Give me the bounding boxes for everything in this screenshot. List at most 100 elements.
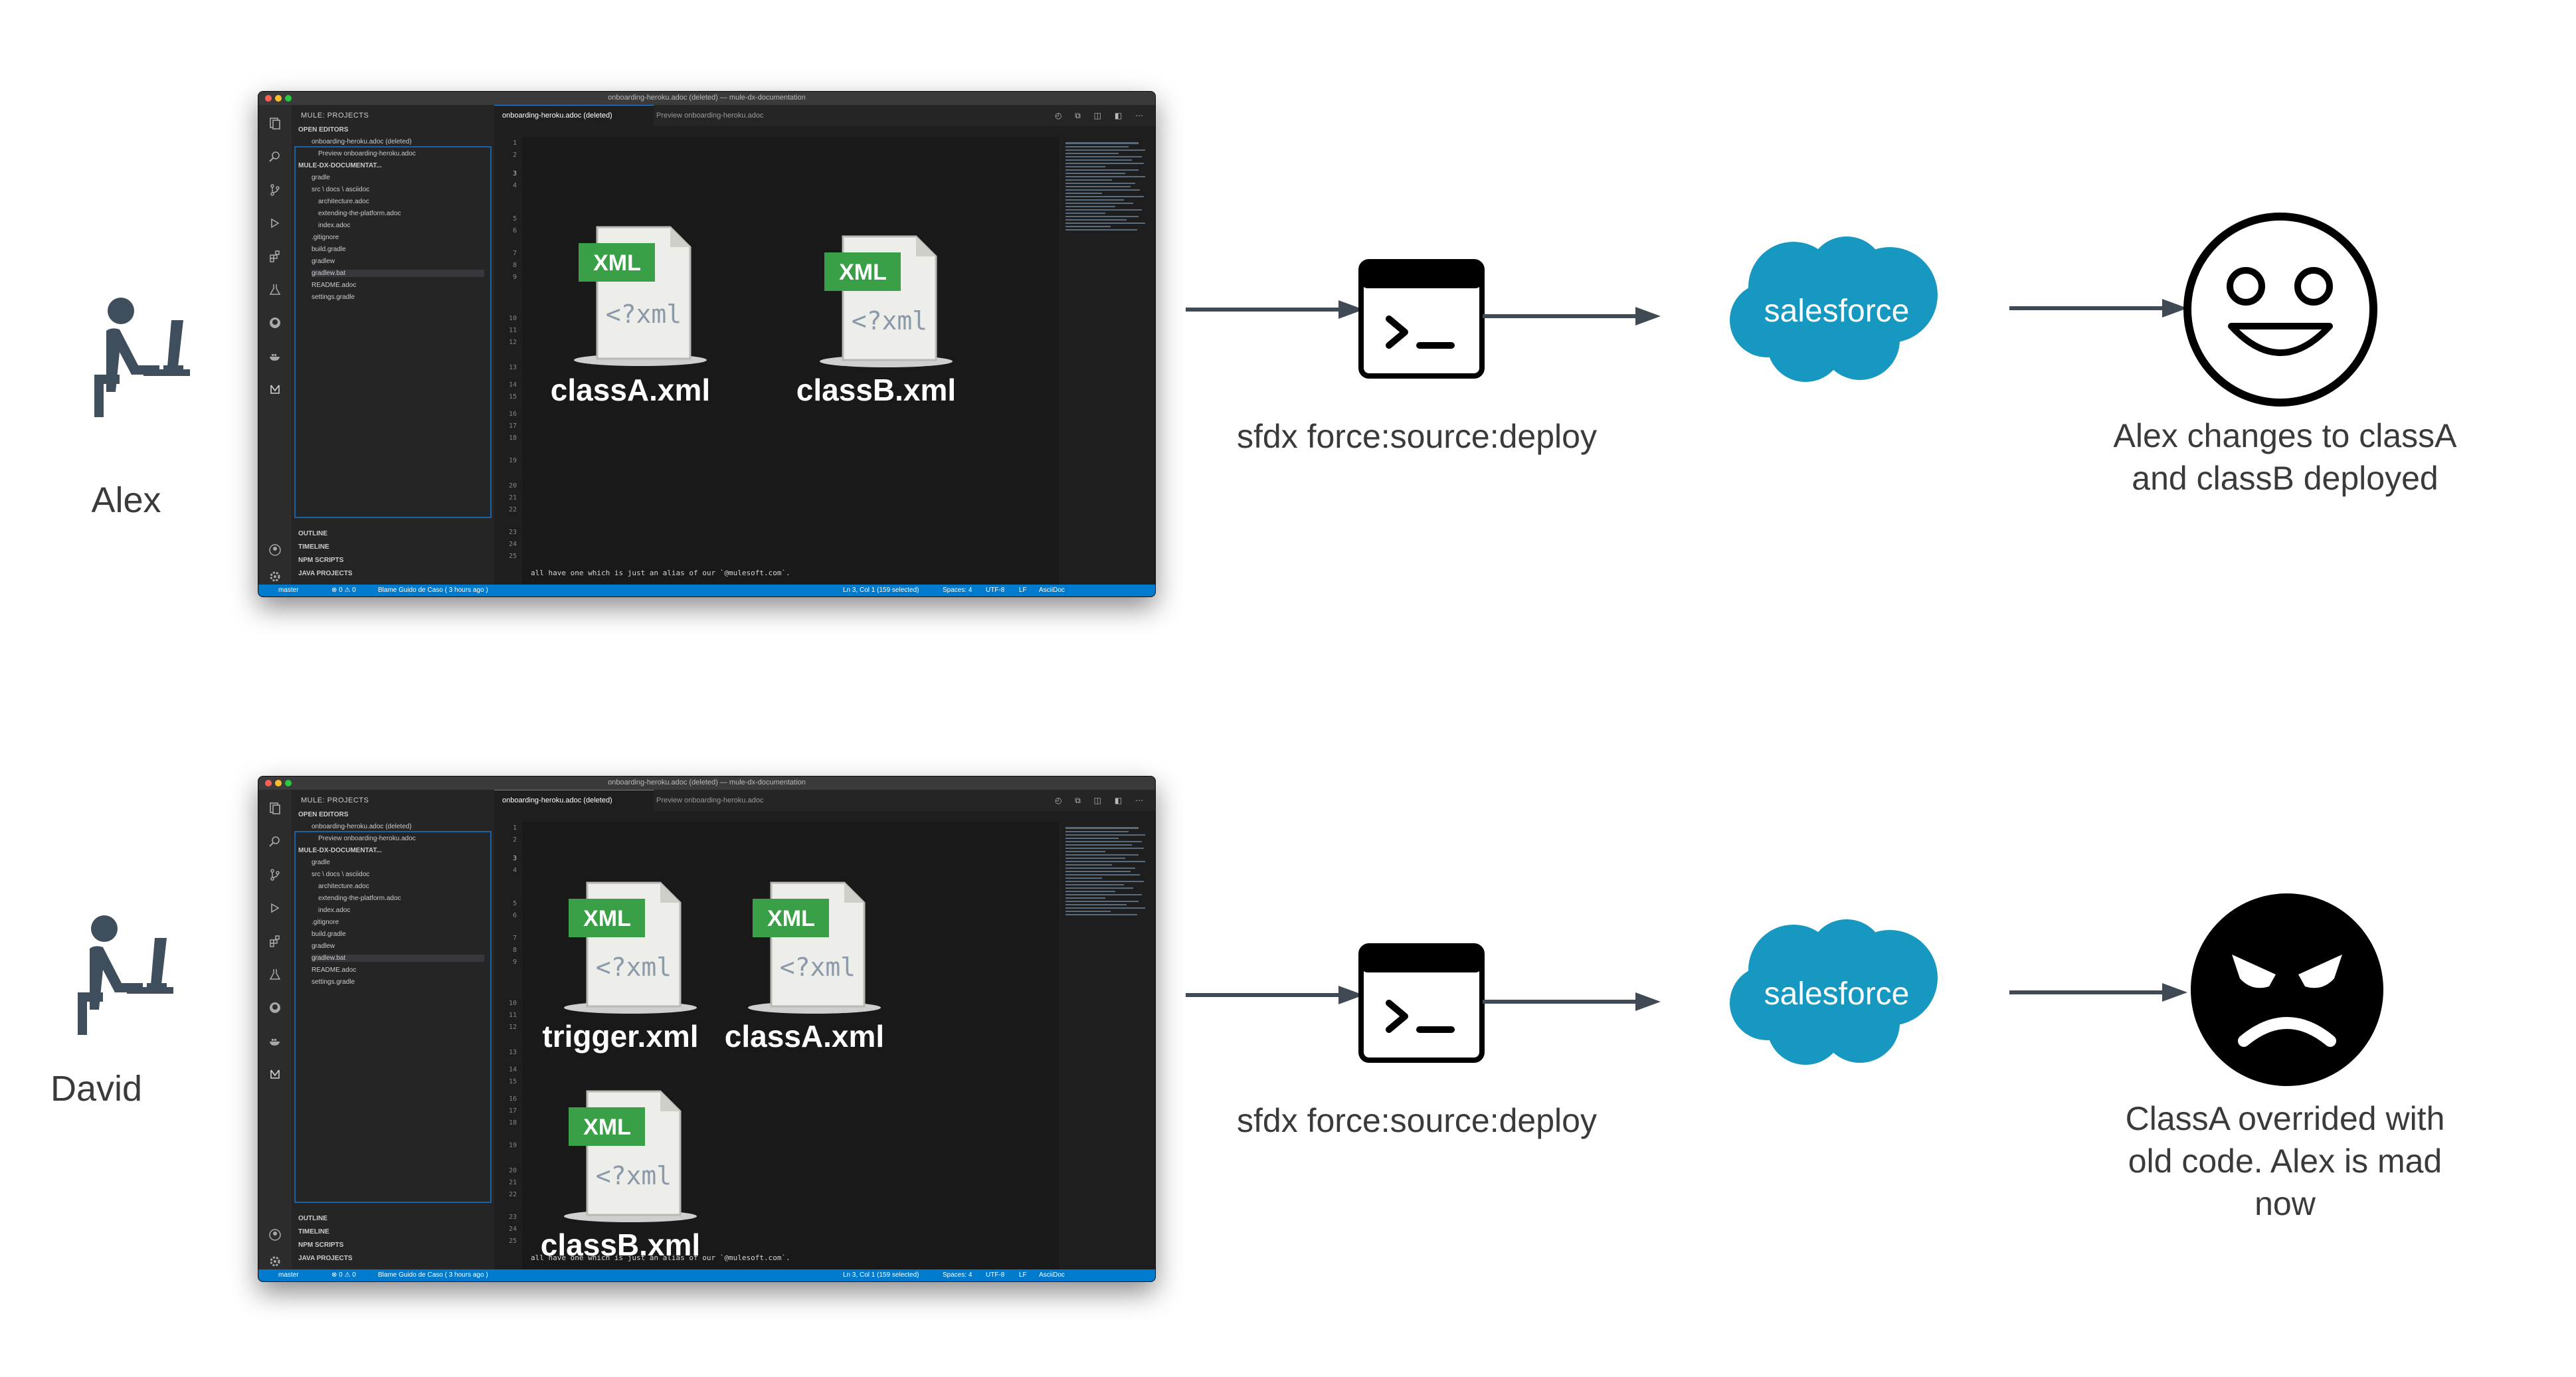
tree-item[interactable]: extending-the-platform.adoc	[318, 895, 401, 902]
tree-item[interactable]: settings.gradle	[312, 294, 355, 301]
github-icon[interactable]	[268, 316, 282, 329]
xml-file[interactable]: XML <?xml classB.xml	[534, 1086, 707, 1263]
minimize-window-button[interactable]	[275, 95, 282, 102]
tree-item[interactable]: .gitignore	[312, 919, 339, 926]
java-projects-section[interactable]: JAVA PROJECTS	[298, 570, 353, 577]
tree-item[interactable]: build.gradle	[312, 931, 346, 938]
testing-icon[interactable]	[268, 283, 282, 296]
tab-onboarding-heroku[interactable]: onboarding-heroku.adoc (deleted)	[494, 105, 654, 126]
encoding[interactable]: UTF-8	[986, 587, 1005, 594]
extensions-icon[interactable]	[268, 935, 282, 948]
maximize-window-button[interactable]	[285, 780, 292, 786]
tree-item[interactable]: gradlew	[312, 943, 335, 950]
settings-gear-icon[interactable]	[268, 1255, 282, 1268]
minimap[interactable]	[1059, 137, 1155, 585]
cursor-position[interactable]: Ln 3, Col 1 (159 selected)	[843, 1271, 919, 1279]
run-debug-icon[interactable]	[268, 217, 282, 230]
timeline-section[interactable]: TIMELINE	[298, 543, 329, 551]
tree-item[interactable]: settings.gradle	[312, 978, 355, 986]
xml-file[interactable]: XML <?xml classB.xml	[790, 231, 963, 408]
cursor-position[interactable]: Ln 3, Col 1 (159 selected)	[843, 587, 919, 594]
minimap[interactable]	[1059, 822, 1155, 1269]
xml-file[interactable]: XML <?xml classA.xml	[718, 877, 891, 1054]
minimize-window-button[interactable]	[275, 780, 282, 786]
tree-item[interactable]: index.adoc	[318, 907, 351, 914]
tree-item[interactable]: extending-the-platform.adoc	[318, 210, 401, 217]
account-icon[interactable]	[268, 1228, 282, 1241]
xml-file[interactable]: XML <?xml classA.xml	[544, 222, 717, 408]
open-editor-item[interactable]: Preview onboarding-heroku.adoc	[318, 150, 416, 157]
docker-icon[interactable]	[268, 1034, 282, 1048]
timeline-section[interactable]: TIMELINE	[298, 1228, 329, 1236]
xml-file[interactable]: XML <?xml trigger.xml	[534, 877, 707, 1054]
npm-scripts-section[interactable]: NPM SCRIPTS	[298, 557, 344, 564]
git-blame[interactable]: Blame Guido de Caso ( 3 hours ago )	[378, 1271, 488, 1279]
testing-icon[interactable]	[268, 968, 282, 981]
problems-count[interactable]: ⊗ 0 ⚠ 0	[331, 1271, 356, 1279]
tree-item[interactable]: src \ docs \ asciidoc	[312, 871, 370, 878]
extensions-icon[interactable]	[268, 250, 282, 263]
tab-onboarding-heroku[interactable]: onboarding-heroku.adoc (deleted)	[494, 790, 654, 811]
git-branch[interactable]: master	[278, 1271, 299, 1279]
account-icon[interactable]	[268, 543, 282, 557]
editor-actions-icon[interactable]: ◴ ⧉ ◫ ◧ ⋯	[1055, 111, 1149, 120]
docker-icon[interactable]	[268, 349, 282, 363]
tab-preview[interactable]: Preview onboarding-heroku.adoc	[656, 112, 764, 120]
git-blame[interactable]: Blame Guido de Caso ( 3 hours ago )	[378, 587, 488, 594]
workspace-header[interactable]: MULE-DX-DOCUMENTAT...	[298, 847, 382, 854]
tree-item[interactable]: build.gradle	[312, 246, 346, 253]
tab-preview[interactable]: Preview onboarding-heroku.adoc	[656, 796, 764, 804]
close-window-button[interactable]	[265, 780, 272, 786]
mule-icon[interactable]	[268, 1067, 282, 1081]
run-debug-icon[interactable]	[268, 901, 282, 915]
git-branch[interactable]: master	[278, 587, 299, 594]
tree-item[interactable]: architecture.adoc	[318, 198, 369, 205]
tree-item-selected[interactable]: gradlew.bat	[312, 955, 484, 962]
search-icon[interactable]	[268, 150, 282, 163]
maximize-window-button[interactable]	[285, 95, 292, 102]
settings-gear-icon[interactable]	[268, 570, 282, 583]
language-mode[interactable]: AsciiDoc	[1039, 1271, 1065, 1279]
open-editor-item[interactable]: Preview onboarding-heroku.adoc	[318, 835, 416, 842]
tree-item[interactable]: gradle	[312, 859, 330, 866]
outline-section[interactable]: OUTLINE	[298, 1215, 327, 1222]
line-ending[interactable]: LF	[1019, 587, 1027, 594]
encoding[interactable]: UTF-8	[986, 1271, 1005, 1279]
tree-item[interactable]: gradle	[312, 174, 330, 181]
npm-scripts-section[interactable]: NPM SCRIPTS	[298, 1241, 344, 1249]
close-window-button[interactable]	[265, 95, 272, 102]
explorer-icon[interactable]	[268, 117, 282, 130]
tree-item[interactable]: gradlew	[312, 258, 335, 265]
problems-count[interactable]: ⊗ 0 ⚠ 0	[331, 587, 356, 594]
tree-item-selected[interactable]: gradlew.bat	[312, 270, 484, 277]
source-control-icon[interactable]	[268, 183, 282, 197]
tree-item[interactable]: README.adoc	[312, 282, 357, 289]
line-ending[interactable]: LF	[1019, 1271, 1027, 1279]
tree-item[interactable]: src \ docs \ asciidoc	[312, 186, 370, 193]
indentation[interactable]: Spaces: 4	[943, 587, 972, 594]
file-name: trigger.xml	[542, 1019, 699, 1054]
source-control-icon[interactable]	[268, 868, 282, 881]
open-editor-item[interactable]: onboarding-heroku.adoc (deleted)	[312, 823, 412, 830]
code-line: all have one which is just an alias of o…	[531, 569, 790, 577]
mule-icon[interactable]	[268, 383, 282, 396]
github-icon[interactable]	[268, 1001, 282, 1014]
tree-item[interactable]: architecture.adoc	[318, 883, 369, 890]
outline-section[interactable]: OUTLINE	[298, 530, 327, 537]
workspace-header[interactable]: MULE-DX-DOCUMENTAT...	[298, 162, 382, 169]
java-projects-section[interactable]: JAVA PROJECTS	[298, 1255, 353, 1262]
open-editors-header[interactable]: OPEN EDITORS	[298, 126, 349, 134]
explorer-icon[interactable]	[268, 802, 282, 815]
tree-item[interactable]: README.adoc	[312, 966, 357, 974]
editor-actions-icon[interactable]: ◴ ⧉ ◫ ◧ ⋯	[1055, 796, 1149, 805]
tree-item[interactable]: index.adoc	[318, 222, 351, 229]
tree-item[interactable]: .gitignore	[312, 234, 339, 241]
language-mode[interactable]: AsciiDoc	[1039, 587, 1065, 594]
indentation[interactable]: Spaces: 4	[943, 1271, 972, 1279]
open-editor-item[interactable]: onboarding-heroku.adoc (deleted)	[312, 138, 412, 145]
open-editors-header[interactable]: OPEN EDITORS	[298, 811, 349, 818]
search-icon[interactable]	[268, 835, 282, 848]
salesforce-logo: salesforce	[1730, 919, 1938, 1065]
